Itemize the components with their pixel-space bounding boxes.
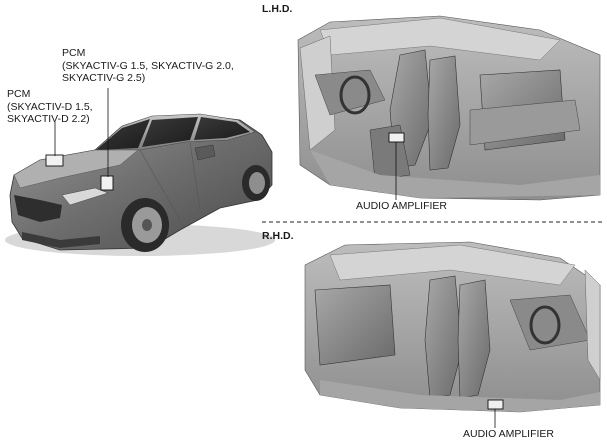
pcm-diesel-line-2: SKYACTIV-D 2.2) — [7, 113, 90, 125]
lhd-interior-illustration — [297, 15, 601, 201]
rhd-heading: R.H.D. — [262, 230, 294, 242]
pcm-gasoline-line-2: SKYACTIV-G 2.5) — [62, 72, 146, 84]
pcm-gasoline-label: PCM (SKYACTIV-G 1.5, SKYACTIV-G 2.0, SKY… — [62, 47, 234, 85]
audio-amplifier-rhd-label: AUDIO AMPLIFIER — [463, 428, 555, 440]
pcm-diesel-line-1: (SKYACTIV-D 1.5, — [7, 100, 93, 113]
pcm-gasoline-title: PCM — [62, 47, 86, 59]
pcm-diesel-title: PCM — [7, 88, 31, 100]
pcm-gasoline-line-1: (SKYACTIV-G 1.5, SKYACTIV-G 2.0, — [62, 59, 234, 72]
lhd-heading: L.H.D. — [262, 3, 293, 15]
pcm-diesel-label: PCM (SKYACTIV-D 1.5, SKYACTIV-D 2.2) — [7, 88, 93, 126]
car-exterior-illustration — [5, 88, 275, 256]
audio-amplifier-lhd-label: AUDIO AMPLIFIER — [356, 200, 448, 212]
rhd-interior-illustration — [304, 241, 601, 428]
